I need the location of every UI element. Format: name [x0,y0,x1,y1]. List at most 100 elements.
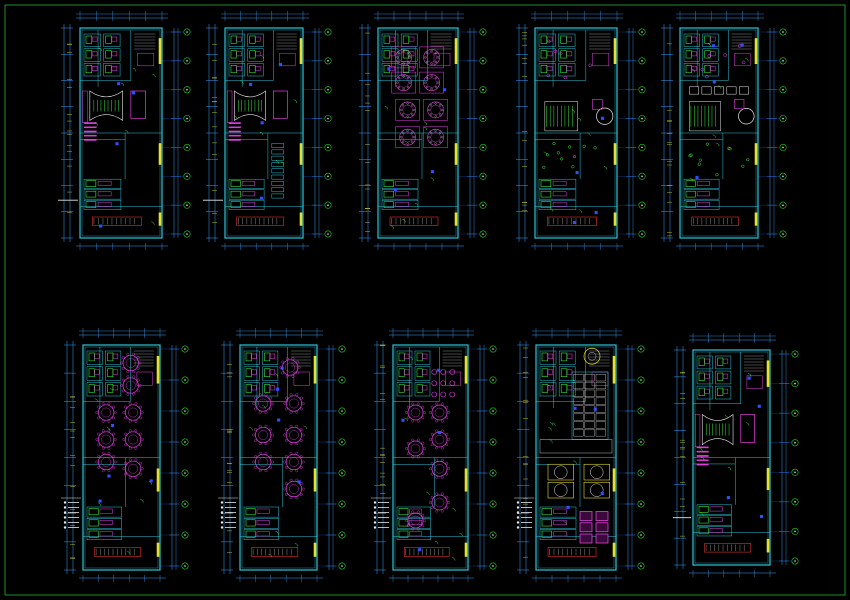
light-fixture [545,153,549,157]
chair [134,446,138,450]
door-swing [603,166,608,170]
ceiling-tile [595,389,606,397]
axis-bubble [779,143,787,151]
drawing-frame [4,4,846,596]
table [97,191,112,197]
door-swing [745,58,749,62]
axis-bubble [183,57,191,65]
floor-plan-plan-8 [371,328,497,582]
chair [289,496,293,500]
chair [112,466,115,469]
downlight [407,60,410,63]
ceiling-tile [584,381,595,390]
downlight [398,51,401,54]
main-hall [405,369,456,531]
table [112,353,119,359]
chair [295,410,299,414]
chair [252,402,256,405]
table [691,66,697,71]
axis-bubble [324,57,332,65]
door-swing [423,121,428,125]
downlight [402,113,405,116]
room [414,350,431,365]
axis-bubble [489,438,497,446]
ceiling-rose [395,74,412,91]
walls [377,27,459,239]
grid-axis-right [758,28,787,238]
annotation-line [228,134,241,137]
ceiling-rose [395,49,412,66]
ceiling-rose [423,49,440,66]
sofa [107,384,114,393]
room [396,506,431,518]
downlight [426,51,429,54]
dimension-chain-left [661,24,673,242]
round-table [125,460,142,477]
chair [283,402,287,405]
small-table [449,369,456,375]
axis-bubble [637,376,645,384]
sofa [245,530,256,538]
small-table [431,369,438,375]
ceiling-panel [391,46,416,69]
ceiling-rose-inner [402,104,413,115]
axis-bubble-dot [794,471,796,474]
chair [295,469,299,473]
round-table-top [434,407,445,418]
chair [283,460,287,464]
private-rooms-bottom [683,178,739,226]
door-swing [97,502,102,506]
downlight [430,87,433,91]
room [86,506,122,518]
axis-bubble [779,57,787,65]
sofa [398,530,409,538]
details [547,385,604,525]
column [313,468,317,492]
chair [107,469,111,473]
sofa [245,519,256,527]
column [754,143,758,165]
chair [97,405,101,409]
chair [258,410,262,414]
chair [429,501,432,504]
chair [136,367,140,370]
axis-bubble-dot [641,146,643,149]
downlight [439,104,442,107]
chair [140,438,144,441]
chair [429,438,432,441]
table [236,36,242,42]
chair [445,405,449,409]
room [103,63,121,77]
axis-bubble-dot [327,88,329,91]
chair [416,419,420,423]
ceiling-dome [583,347,601,365]
legend-marker [63,506,67,509]
chair [299,493,303,496]
round-table-top [101,457,111,467]
axis-bubble [791,439,799,447]
sofa [685,180,696,187]
axis-bubble-dot [641,233,643,235]
sofa [416,384,423,393]
door-swing [262,405,266,409]
axis-bubble [181,500,189,508]
downlight [400,108,403,111]
door-swing [274,373,278,377]
chair [430,495,434,499]
light-fixture [546,73,551,78]
small-table [440,369,447,375]
downlight [440,136,444,139]
table [553,531,567,537]
room [696,370,713,385]
axis-bubble-dot [482,204,484,206]
downlight [424,56,427,59]
chair [101,429,105,433]
axis-bubble [791,409,799,417]
chair [97,416,101,420]
axis-bubble-dot [640,441,642,443]
downlight [402,75,405,78]
chair [139,443,142,447]
chair [134,419,138,423]
table [111,36,118,42]
